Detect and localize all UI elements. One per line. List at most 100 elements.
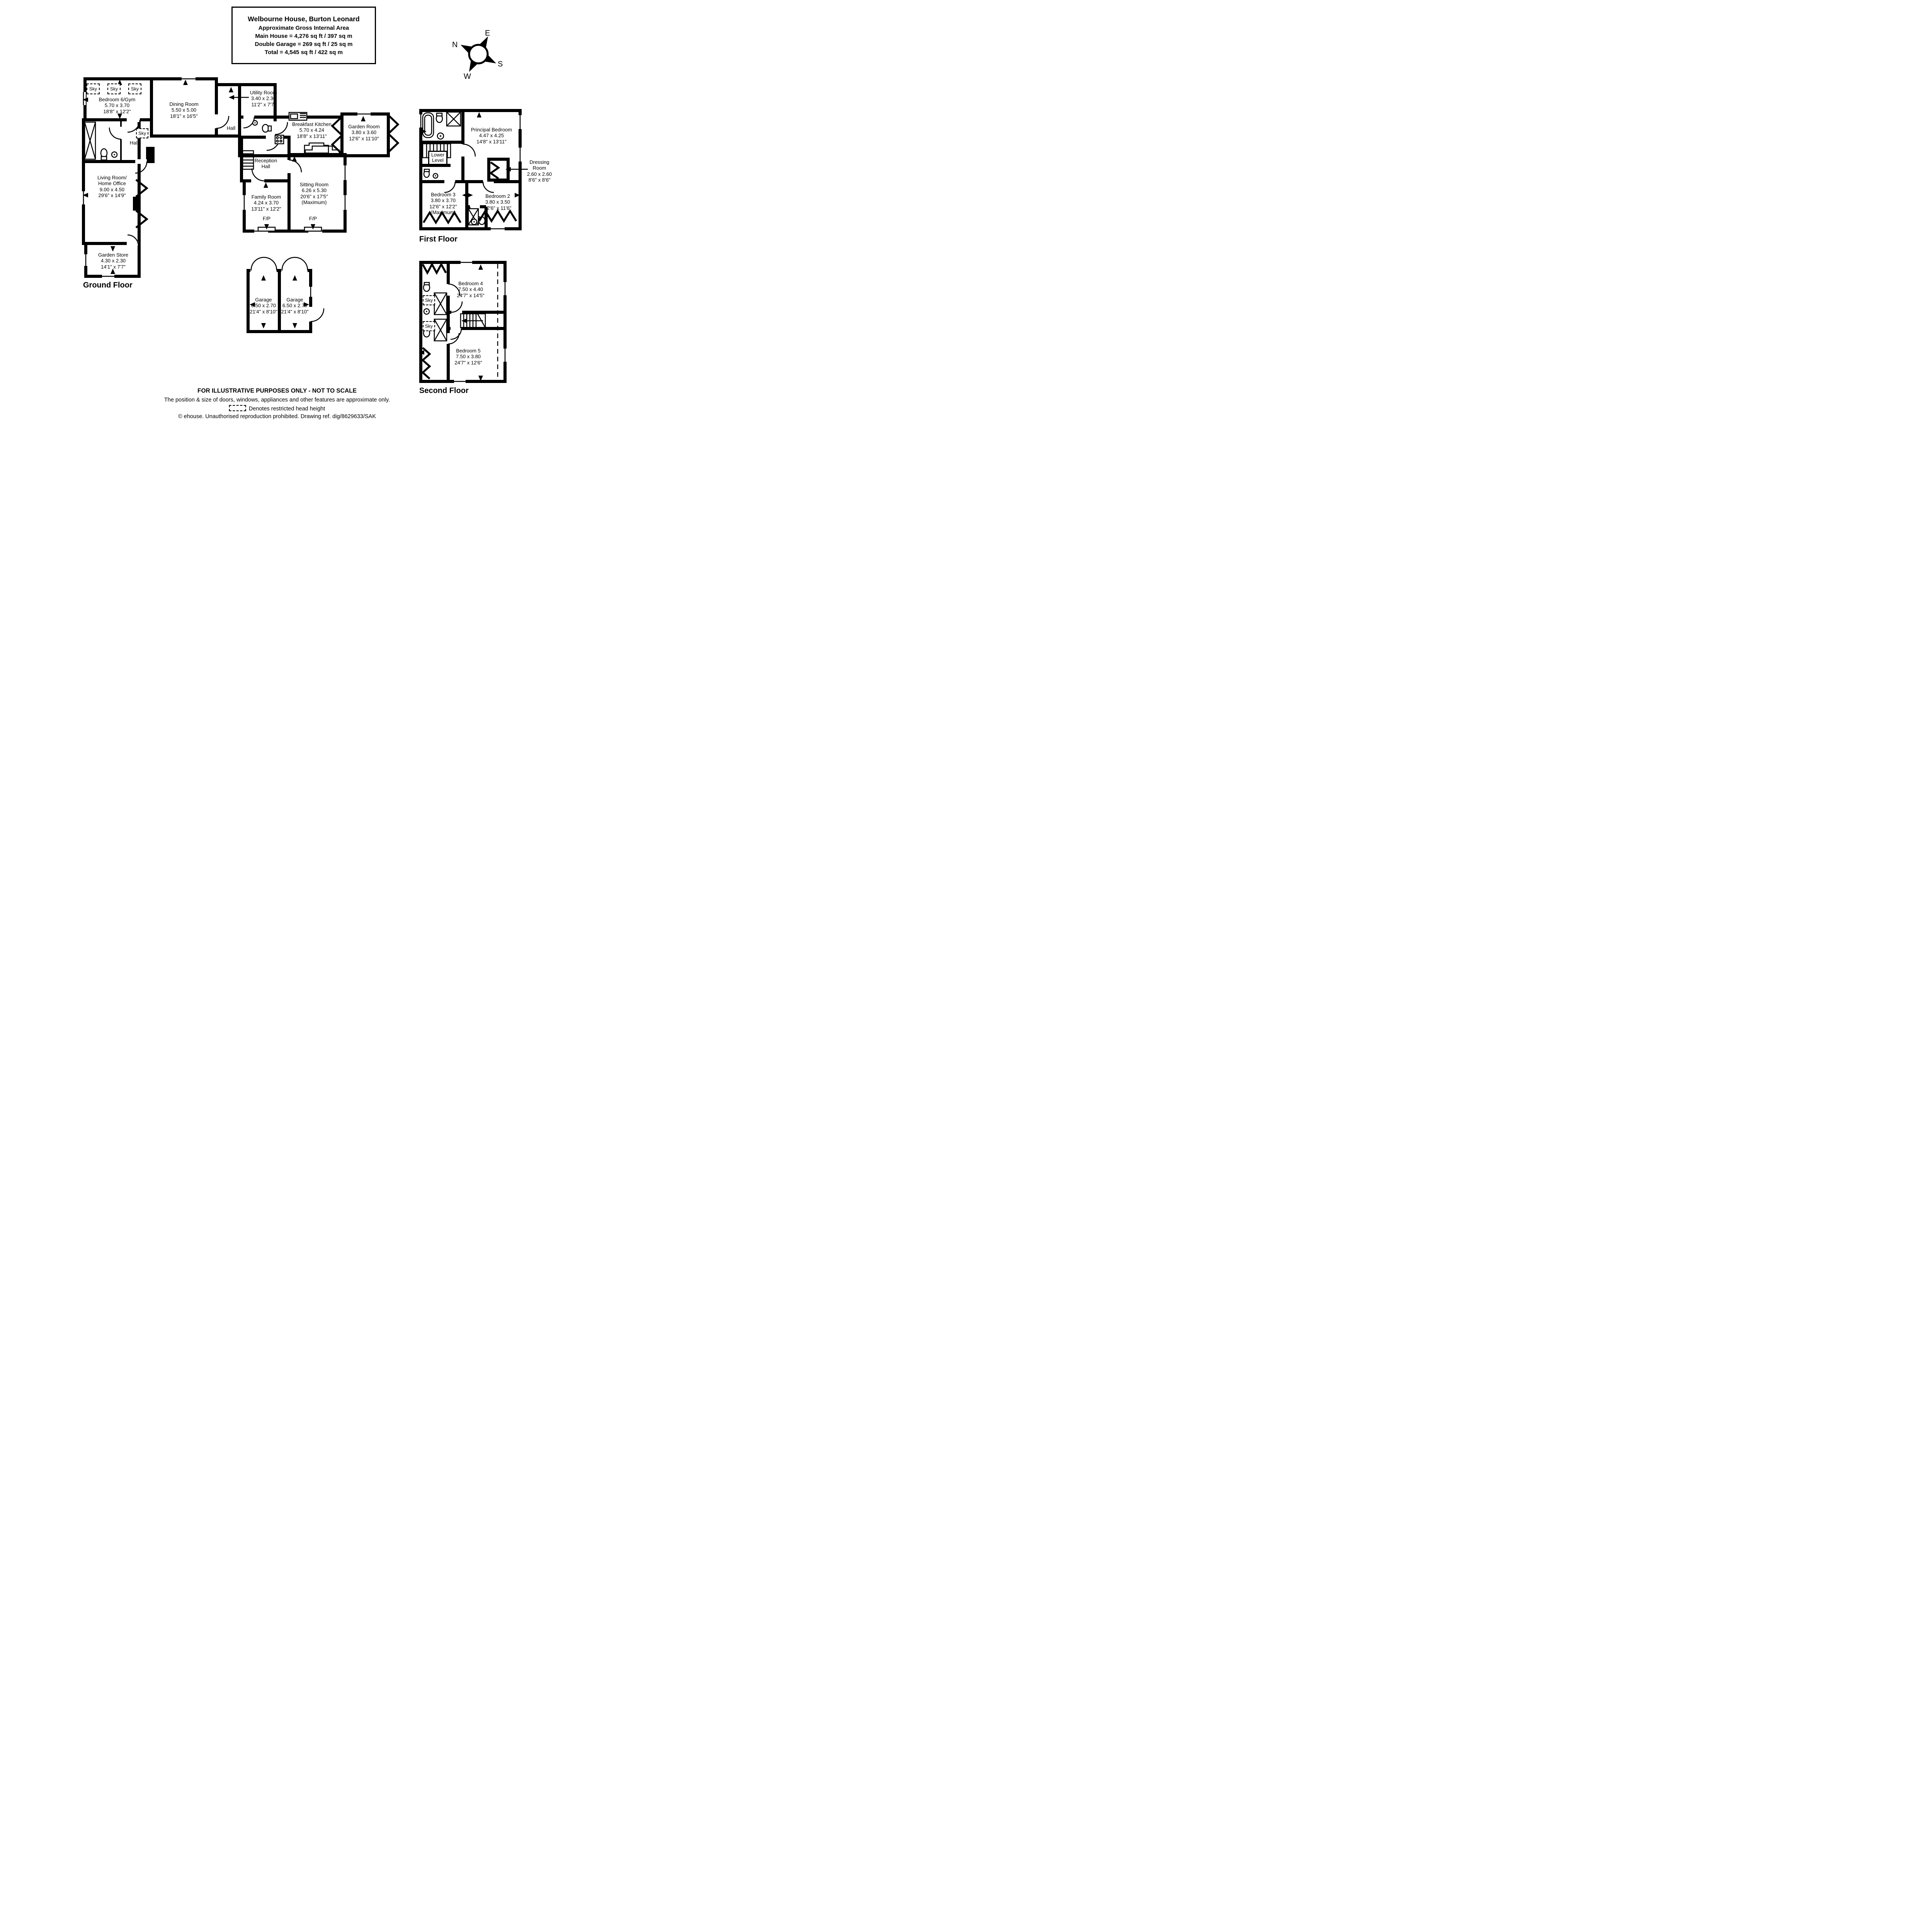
dressing-leader — [505, 167, 528, 172]
compass-w: W — [464, 72, 471, 81]
room-imperial: 11'2" x 7'7" — [251, 101, 276, 107]
survey-arrows — [419, 264, 483, 381]
room-imperial: 18'8" x 13'11" — [297, 133, 327, 139]
room-label-bedroom6: Bedroom 6/Gym 5.70 x 3.70 18'8" x 12'2" — [99, 97, 136, 114]
room-label-garage-1: Garage 6.50 x 2.70 21'4" x 8'10" — [250, 297, 277, 315]
property-title: Welbourne House, Burton Leonard — [248, 15, 360, 23]
room-metric: 6.50 x 2.70 — [251, 303, 276, 309]
room-imperial: 14'1" x 7'7" — [100, 264, 126, 270]
room-metric: 3.80 x 3.60 — [351, 129, 377, 136]
toilet-icon — [262, 124, 269, 133]
doors — [448, 283, 463, 345]
room-name: Principal Bedroom — [471, 127, 512, 133]
floorplan-page: N E S W Welbourne House, Burton Leonard … — [0, 0, 597, 422]
lower-level-label: Lower Level — [428, 151, 448, 165]
room-imperial: 21'4" x 8'10" — [281, 308, 309, 315]
room-metric: 5.70 x 3.70 — [104, 102, 130, 109]
room-label-dining: Dining Room 5.50 x 5.00 18'1" x 16'5" — [169, 101, 198, 119]
room-name: Utility Room — [250, 90, 277, 95]
kitchen-fixtures — [274, 112, 329, 154]
room-name: Garage — [286, 297, 303, 303]
room-metric: 7.50 x 3.80 — [456, 354, 481, 360]
wall-break-zigzag — [135, 179, 149, 228]
fireplace-label: F/P — [309, 216, 317, 221]
windows — [454, 260, 507, 384]
title-block: Welbourne House, Burton Leonard Approxim… — [231, 7, 376, 64]
room-name: Bedroom 3 — [431, 192, 456, 197]
skylight-label: Sky — [136, 128, 148, 138]
skylight-label: Sky — [87, 83, 100, 94]
room-name: Bedroom 2 — [485, 193, 510, 199]
room-name: Room — [532, 165, 546, 171]
room-name: Bedroom 5 — [456, 348, 481, 354]
room-imperial: 12'6" x 12'2" — [429, 203, 457, 209]
compass-n: N — [452, 41, 457, 49]
room-metric: 3.40 x 2.30 — [251, 95, 276, 102]
wardrobe-zigzags — [421, 262, 447, 379]
area-subtitle: Approximate Gross Internal Area — [258, 25, 349, 31]
room-name: Garden Store — [98, 252, 129, 258]
room-name: Living Room/ — [97, 175, 127, 180]
room-label-utility: Utility Room 3.40 x 2.30 11'2" x 7'7" — [250, 90, 277, 107]
skylight-label: Sky — [128, 83, 141, 94]
room-imperial: 8'6" x 8'6" — [528, 177, 551, 183]
fireplace-label: F/P — [262, 216, 271, 221]
cloakroom-fixtures — [84, 121, 118, 161]
disclaimer-line2: The position & size of doors, windows, a… — [164, 397, 390, 403]
room-metric: 9.00 x 4.50 — [99, 186, 125, 192]
legend-restricted-height: Denotes restricted head height — [229, 405, 325, 412]
garage-doors — [250, 257, 308, 271]
survey-arrows — [421, 112, 520, 197]
room-name: Garage — [255, 297, 272, 303]
room-metric: 4.47 x 4.25 — [479, 133, 504, 139]
utility-leader — [229, 95, 249, 100]
compass-e: E — [485, 29, 490, 37]
first-floor-plan — [418, 109, 528, 231]
room-label-bedroom3: Bedroom 3 3.80 x 3.70 12'6" x 12'2" (Max… — [429, 192, 457, 215]
chimney-block — [146, 147, 155, 163]
room-name: Hall — [261, 163, 270, 170]
room-imperial: 21'4" x 8'10" — [250, 308, 277, 315]
room-metric: 3.80 x 3.70 — [430, 197, 456, 204]
wc-fixtures — [252, 120, 272, 133]
windows — [81, 77, 371, 279]
room-label-bedroom4: Bedroom 4 7.50 x 4.40 24'7" x 14'5" — [457, 281, 484, 298]
second-floor-plan — [419, 260, 507, 384]
room-label-sitting-room: Sitting Room 6.26 x 5.30 20'6" x 17'5" (… — [300, 182, 328, 205]
room-note: (Maximum) — [301, 199, 327, 205]
room-name: Dressing — [529, 159, 549, 165]
room-label-bedroom5: Bedroom 5 7.50 x 3.80 24'7" x 12'6" — [454, 348, 482, 366]
skylight-label: Sky — [423, 295, 435, 305]
total-area: Total = 4,545 sq ft / 422 sq m — [265, 49, 343, 56]
room-label-garden-room: Garden Room 3.80 x 3.60 12'6" x 11'10" — [348, 124, 380, 141]
room-metric: 5.70 x 4.24 — [299, 127, 325, 133]
hall-label: Hall — [129, 140, 139, 146]
garage-rear-door — [310, 308, 325, 322]
room-label-principal-bedroom: Principal Bedroom 4.47 x 4.25 14'8" x 13… — [471, 127, 512, 145]
bathroom-fixtures — [422, 111, 486, 226]
room-imperial: 13'11" x 12'2" — [251, 206, 281, 212]
restricted-height-icon — [229, 405, 246, 411]
skylight-label: Sky — [107, 83, 121, 94]
room-label-garden-store: Garden Store 4.30 x 2.30 14'1" x 7'7" — [98, 252, 128, 270]
garden-room-bays — [331, 114, 400, 155]
room-name: Bedroom 6/Gym — [99, 97, 136, 102]
room-metric: 3.80 x 3.50 — [485, 199, 510, 205]
room-name: Bedroom 4 — [458, 281, 483, 286]
room-imperial: 29'6" x 14'9" — [98, 192, 126, 198]
garage-arrows — [250, 275, 309, 328]
room-imperial: 12'6" x 11'10" — [349, 135, 379, 141]
room-label-reception-hall: Reception Hall — [255, 158, 277, 170]
room-name: Home Office — [98, 180, 126, 187]
floor-title-second: Second Floor — [419, 386, 469, 395]
compass-s: S — [498, 60, 503, 68]
room-metric: 2.60 x 2.60 — [527, 171, 552, 177]
room-note: (Maximum) — [430, 209, 456, 215]
wardrobe-zigzags — [422, 161, 517, 225]
room-imperial: 18'8" x 12'2" — [103, 108, 131, 114]
room-imperial: 12'6" x 11'6" — [484, 205, 512, 211]
room-name: Dining Room — [169, 101, 199, 107]
room-name: Breakfast Kitchen — [292, 121, 332, 127]
room-label-bedroom2: Bedroom 2 3.80 x 3.50 12'6" x 11'6" — [484, 193, 511, 211]
garage-plan — [247, 257, 325, 333]
